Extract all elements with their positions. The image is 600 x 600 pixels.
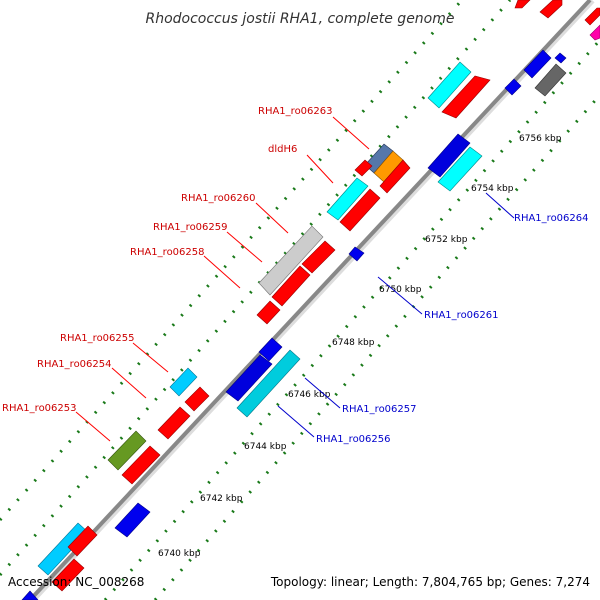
gene-label-RHA1_ro06263[interactable]: RHA1_ro06263 xyxy=(258,106,333,117)
leader-RHA1_ro06259 xyxy=(226,231,263,263)
gene-feature[interactable] xyxy=(589,24,600,41)
gene-feature[interactable] xyxy=(107,430,147,471)
gene-feature[interactable] xyxy=(379,159,411,194)
gene-feature[interactable] xyxy=(157,406,191,440)
gene-label-RHA1_ro06255[interactable]: RHA1_ro06255 xyxy=(60,333,135,344)
gene-feature[interactable] xyxy=(67,525,98,557)
gene-feature[interactable] xyxy=(169,367,198,397)
leader-RHA1_ro06264 xyxy=(485,192,515,219)
gene-feature[interactable] xyxy=(184,386,210,412)
gene-feature[interactable] xyxy=(539,0,563,19)
gene-label-RHA1_ro06258[interactable]: RHA1_ro06258 xyxy=(130,247,205,258)
gene-label-RHA1_ro06259[interactable]: RHA1_ro06259 xyxy=(153,222,228,233)
gene-label-RHA1_ro06264[interactable]: RHA1_ro06264 xyxy=(514,213,589,224)
inner-dotted-guide-right xyxy=(103,39,600,600)
gene-feature[interactable] xyxy=(225,354,273,402)
label-leader-lines xyxy=(75,116,515,442)
gene-feature[interactable] xyxy=(534,63,567,97)
tick-label-6740: 6740 kbp xyxy=(158,549,201,559)
gene-feature[interactable] xyxy=(258,225,324,296)
tick-label-6742: 6742 kbp xyxy=(200,494,243,504)
gene-label-RHA1_ro06261[interactable]: RHA1_ro06261 xyxy=(424,310,499,321)
leader-RHA1_ro06254 xyxy=(111,367,147,399)
gene-feature[interactable] xyxy=(441,75,491,119)
leader-RHA1_ro06253 xyxy=(75,411,111,442)
gene-feature[interactable] xyxy=(51,558,85,592)
gene-label-RHA1_ro06257[interactable]: RHA1_ro06257 xyxy=(342,404,417,415)
genome-axis xyxy=(28,0,595,600)
accession-text: Accession: NC_008268 xyxy=(8,575,144,589)
tick-label-6752: 6752 kbp xyxy=(425,235,468,245)
outer-dotted-guide-left xyxy=(0,0,512,576)
leader-RHA1_ro06261 xyxy=(377,276,423,315)
gene-feature[interactable] xyxy=(514,0,531,9)
gene-feature[interactable] xyxy=(437,146,483,192)
gene-feature[interactable] xyxy=(354,159,373,177)
gene-features xyxy=(21,0,600,600)
tick-label-6756: 6756 kbp xyxy=(519,134,562,144)
gene-label-RHA1_ro06253[interactable]: RHA1_ro06253 xyxy=(2,403,77,414)
tick-label-6754: 6754 kbp xyxy=(471,184,514,194)
gene-feature[interactable] xyxy=(301,240,336,274)
gene-feature[interactable] xyxy=(271,265,311,307)
gene-label-RHA1_ro06260[interactable]: RHA1_ro06260 xyxy=(181,193,256,204)
gene-feature[interactable] xyxy=(114,502,151,538)
leader-RHA1_ro06258 xyxy=(203,255,241,289)
topology-summary: Topology: linear; Length: 7,804,765 bp; … xyxy=(270,575,590,589)
diagram-title: Rhodococcus jostii RHA1, complete genome xyxy=(145,11,454,27)
tick-label-6748: 6748 kbp xyxy=(332,338,375,348)
scale-tick-labels: 6740 kbp 6742 kbp 6744 kbp 6746 kbp 6748… xyxy=(158,134,562,559)
gene-feature[interactable] xyxy=(21,590,39,600)
gene-feature[interactable] xyxy=(256,300,281,325)
leader-RHA1_ro06256 xyxy=(277,405,315,438)
leader-RHA1_ro06260 xyxy=(255,202,289,234)
inner-dotted-guide-left xyxy=(0,0,464,521)
gene-feature[interactable] xyxy=(504,78,522,96)
gene-feature[interactable] xyxy=(348,246,365,262)
tick-label-6750: 6750 kbp xyxy=(379,285,422,295)
gene-feature[interactable] xyxy=(258,337,283,362)
gene-feature[interactable] xyxy=(554,52,567,64)
gene-label-dldH6[interactable]: dldH6 xyxy=(268,144,297,155)
leader-RHA1_ro06257 xyxy=(304,377,341,409)
gene-feature[interactable] xyxy=(339,188,381,232)
leader-dldH6 xyxy=(306,154,334,184)
tick-label-6746: 6746 kbp xyxy=(288,390,331,400)
genome-axis-line xyxy=(28,0,592,600)
gene-feature[interactable] xyxy=(326,177,369,221)
tick-label-6744: 6744 kbp xyxy=(244,442,287,452)
gene-labels: RHA1_ro06263 dldH6 RHA1_ro06260 RHA1_ro0… xyxy=(2,106,589,445)
outer-dotted-guide-right xyxy=(153,94,600,600)
gene-feature[interactable] xyxy=(427,133,471,178)
gene-feature[interactable] xyxy=(584,7,600,26)
gene-label-RHA1_ro06256[interactable]: RHA1_ro06256 xyxy=(316,434,391,445)
gene-feature[interactable] xyxy=(523,49,552,79)
gene-feature[interactable] xyxy=(121,445,161,485)
gene-feature[interactable] xyxy=(427,61,472,109)
gene-label-RHA1_ro06254[interactable]: RHA1_ro06254 xyxy=(37,359,112,370)
leader-RHA1_ro06263 xyxy=(332,116,370,150)
gene-feature[interactable] xyxy=(236,349,301,418)
leader-RHA1_ro06255 xyxy=(132,342,169,373)
